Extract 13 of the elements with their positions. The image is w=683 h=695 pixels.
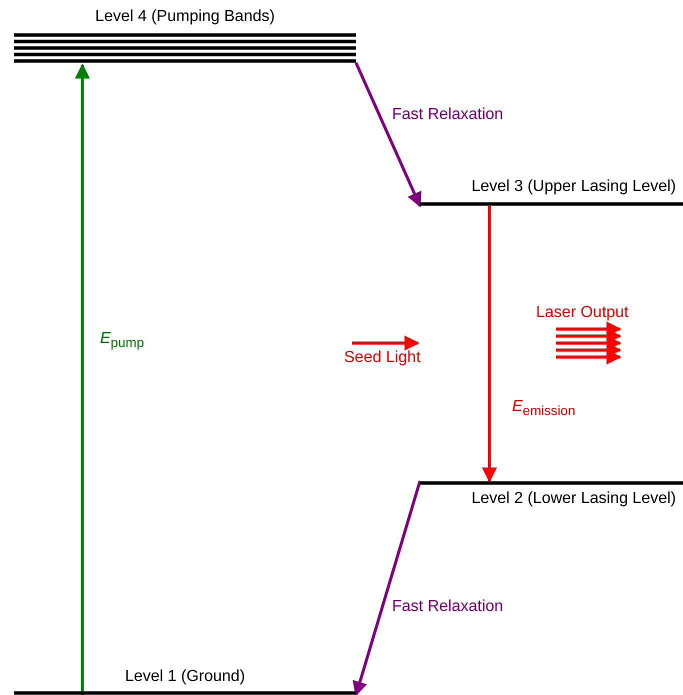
- level-label: Level 2 (Lower Lasing Level): [471, 490, 676, 508]
- edge-label: E$_{pump}$: [100, 330, 144, 350]
- level-label: Level 4 (Pumping Bands): [94, 8, 276, 26]
- beam-label: Laser Output: [536, 304, 628, 322]
- edge-label: Fast Relaxation: [392, 106, 504, 124]
- arrow: [482, 206, 497, 482]
- arrow: [352, 480, 422, 695]
- edge-label: E$_{emission}$: [512, 398, 576, 418]
- arrow: [354, 62, 422, 208]
- level-label: Level 3 (Upper Lasing Level): [471, 178, 676, 196]
- beam-label: Seed Light: [344, 349, 421, 367]
- edge-label: Fast Relaxation: [392, 598, 504, 616]
- level-label: Level 1 (Ground): [124, 668, 246, 686]
